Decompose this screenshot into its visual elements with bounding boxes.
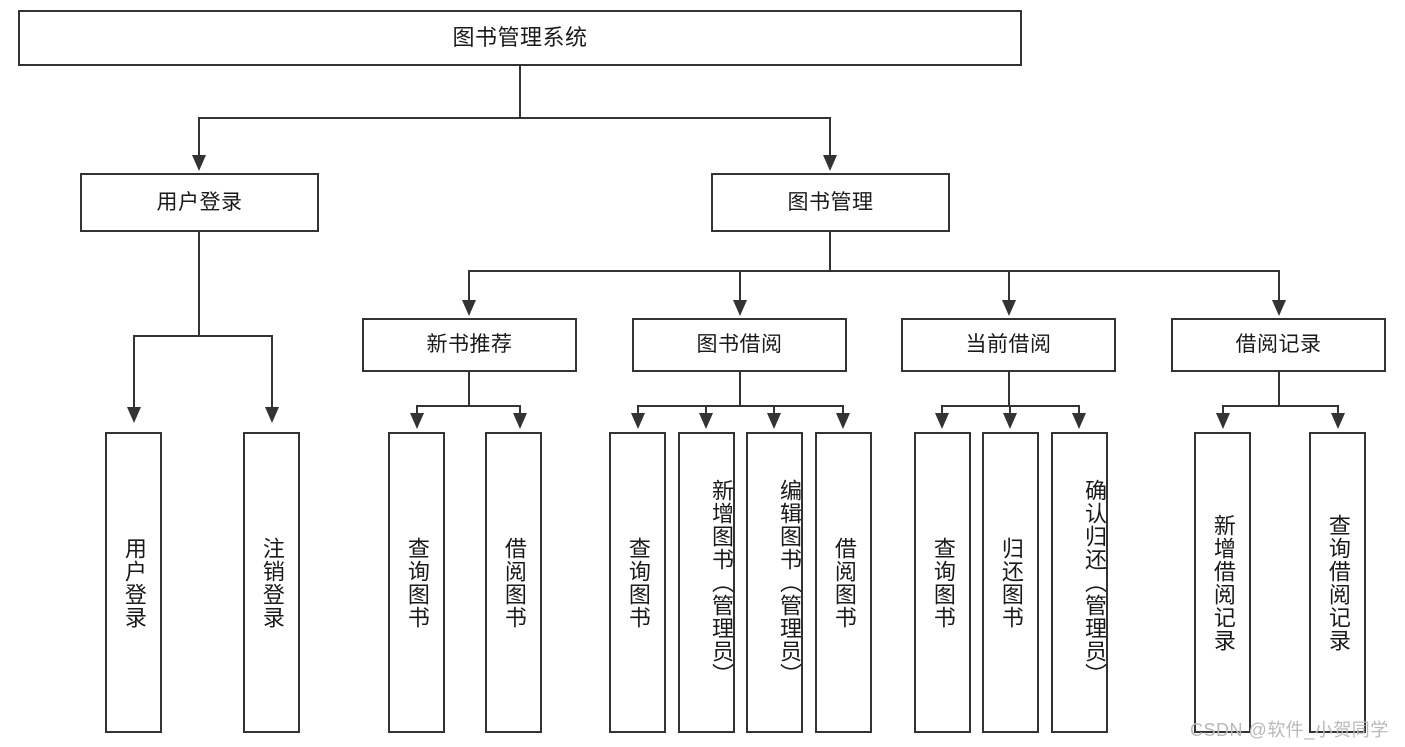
csdn-watermark: CSDN @软件_小贺同学	[1190, 720, 1389, 740]
leaf-label: 借阅图书	[501, 536, 527, 629]
arrow-borrow-to-leaf-2	[699, 413, 713, 429]
connector-root-stem	[519, 66, 521, 117]
connector-record-to-leaf-2	[1337, 405, 1339, 417]
connector-recommend-to-leaf-2	[519, 405, 521, 417]
leaf-current-confirm-return-admin[interactable]: 确认归还（管理员）	[1051, 432, 1108, 733]
connector-borrow-to-leaf-2	[705, 405, 707, 417]
connector-borrow-stem	[739, 372, 741, 406]
arrow-current-to-leaf-2	[1003, 413, 1017, 429]
node-label: 用户登录	[156, 190, 243, 214]
connector-user-login-stem	[198, 232, 200, 336]
leaf-label: 查询图书	[930, 536, 956, 629]
connector-root-to-book-mgmt	[829, 117, 831, 157]
connector-user-login-to-leaf-2	[271, 335, 273, 409]
connector-current-to-leaf-3	[1078, 405, 1080, 417]
leaf-label: 编辑图书（管理员）	[777, 479, 802, 686]
arrow-user-login-to-leaf-2	[265, 407, 279, 423]
leaf-label: 归还图书	[998, 536, 1024, 629]
node-label: 新书推荐	[426, 333, 513, 357]
node-borrow-record[interactable]: 借阅记录	[1171, 318, 1386, 372]
arrow-borrow-to-leaf-4	[836, 413, 850, 429]
leaf-recommend-borrow-book[interactable]: 借阅图书	[485, 432, 542, 733]
leaf-logout[interactable]: 注销登录	[243, 432, 300, 733]
connector-record-to-leaf-1	[1222, 405, 1224, 417]
connector-book-mgmt-to-recommend	[468, 270, 470, 302]
connector-borrow-to-leaf-3	[773, 405, 775, 417]
connector-root-bus	[198, 117, 831, 119]
leaf-borrow-edit-book-admin[interactable]: 编辑图书（管理员）	[746, 432, 803, 733]
arrow-book-mgmt-to-current	[1002, 300, 1016, 316]
node-root-system[interactable]: 图书管理系统	[18, 10, 1022, 66]
leaf-label: 新增借阅记录	[1210, 513, 1236, 652]
arrow-user-login-to-leaf-1	[127, 407, 141, 423]
node-label: 图书借阅	[696, 333, 783, 357]
connector-book-mgmt-to-record	[1278, 270, 1280, 302]
leaf-label: 查询借阅记录	[1325, 513, 1351, 652]
arrow-book-mgmt-to-borrow	[733, 300, 747, 316]
arrow-current-to-leaf-1	[935, 413, 949, 429]
connector-borrow-bus	[637, 405, 844, 407]
leaf-recommend-query-book[interactable]: 查询图书	[388, 432, 445, 733]
connector-current-to-leaf-1	[941, 405, 943, 417]
connector-root-to-user-login	[198, 117, 200, 157]
connector-record-stem	[1278, 372, 1280, 406]
node-book-management[interactable]: 图书管理	[711, 173, 950, 232]
arrow-root-to-user-login	[192, 155, 206, 171]
arrow-root-to-book-mgmt	[823, 155, 837, 171]
connector-recommend-bus	[416, 405, 521, 407]
leaf-label: 新增图书（管理员）	[709, 479, 734, 686]
connector-borrow-to-leaf-4	[842, 405, 844, 417]
connector-user-login-bus	[133, 335, 273, 337]
leaf-current-return-book[interactable]: 归还图书	[982, 432, 1039, 733]
node-label: 当前借阅	[965, 333, 1052, 357]
arrow-borrow-to-leaf-3	[767, 413, 781, 429]
leaf-user-login[interactable]: 用户登录	[105, 432, 162, 733]
connector-record-bus	[1222, 405, 1338, 407]
node-label: 图书管理系统	[452, 24, 588, 50]
arrow-borrow-to-leaf-1	[631, 413, 645, 429]
connector-recommend-to-leaf-1	[416, 405, 418, 417]
connector-recommend-stem	[468, 372, 470, 406]
leaf-record-add-record[interactable]: 新增借阅记录	[1194, 432, 1251, 733]
arrow-recommend-to-leaf-1	[410, 413, 424, 429]
arrow-book-mgmt-to-recommend	[462, 300, 476, 316]
node-label: 图书管理	[787, 190, 874, 214]
leaf-borrow-borrow-book[interactable]: 借阅图书	[815, 432, 872, 733]
arrow-current-to-leaf-3	[1072, 413, 1086, 429]
node-new-book-recommend[interactable]: 新书推荐	[362, 318, 577, 372]
connector-book-mgmt-to-borrow	[739, 270, 741, 302]
leaf-borrow-add-book-admin[interactable]: 新增图书（管理员）	[678, 432, 735, 733]
leaf-label: 确认归还（管理员）	[1082, 479, 1107, 686]
arrow-recommend-to-leaf-2	[513, 413, 527, 429]
leaf-borrow-query-book[interactable]: 查询图书	[609, 432, 666, 733]
connector-book-mgmt-stem	[829, 232, 831, 271]
leaf-label: 用户登录	[121, 536, 147, 629]
leaf-label: 查询图书	[625, 536, 651, 629]
connector-current-to-leaf-2	[1009, 405, 1011, 417]
leaf-label: 注销登录	[259, 536, 285, 629]
connector-borrow-to-leaf-1	[637, 405, 639, 417]
node-current-borrow[interactable]: 当前借阅	[901, 318, 1116, 372]
arrow-record-to-leaf-1	[1216, 413, 1230, 429]
connector-book-mgmt-bus	[468, 270, 1280, 272]
connector-current-stem	[1008, 372, 1010, 406]
arrow-book-mgmt-to-record	[1272, 300, 1286, 316]
node-user-login[interactable]: 用户登录	[80, 173, 319, 232]
connector-user-login-to-leaf-1	[133, 335, 135, 409]
leaf-label: 借阅图书	[831, 536, 857, 629]
leaf-label: 查询图书	[404, 536, 430, 629]
arrow-record-to-leaf-2	[1331, 413, 1345, 429]
node-book-borrow[interactable]: 图书借阅	[632, 318, 847, 372]
leaf-current-query-book[interactable]: 查询图书	[914, 432, 971, 733]
node-label: 借阅记录	[1235, 333, 1322, 357]
connector-book-mgmt-to-current	[1008, 270, 1010, 302]
leaf-record-query-record[interactable]: 查询借阅记录	[1309, 432, 1366, 733]
